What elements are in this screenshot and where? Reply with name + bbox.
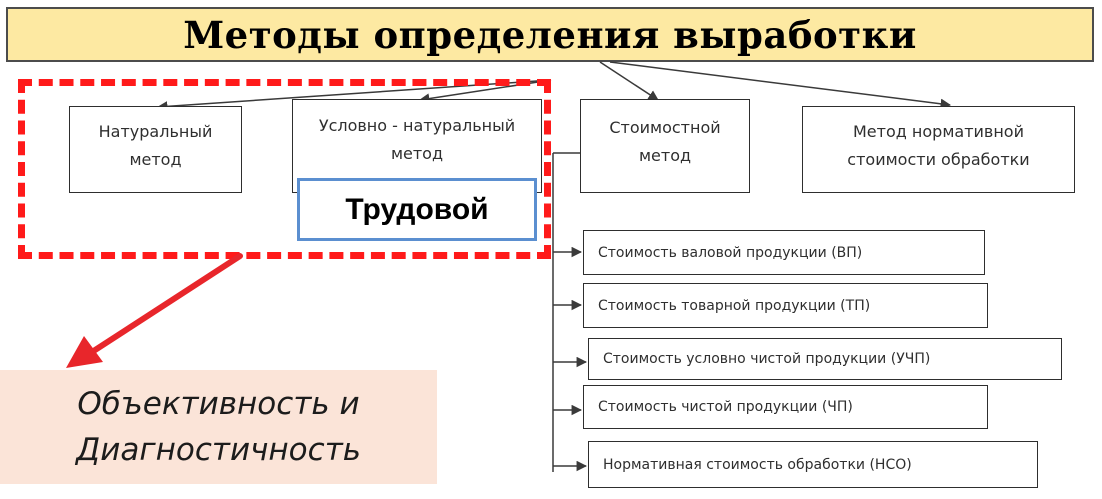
cost-submethod-conditionally-net-label: Стоимость условно чистой продукции (УЧП) (603, 351, 931, 367)
natural-methods-highlight-frame (18, 79, 551, 259)
method-conditional-line2: метод (390, 144, 444, 163)
method-cost-line1: Стоимостной (609, 118, 721, 137)
cost-submethod-normative-label: Нормативная стоимость обработки (НСО) (603, 456, 912, 473)
cost-submethod-gross-label: Стоимость валовой продукции (ВП) (598, 244, 863, 261)
cost-submethod-net: Стоимость чистой продукции (ЧП) (583, 385, 988, 429)
method-normative-box: Метод нормативной стоимости обработки (802, 106, 1075, 193)
cost-submethod-commodity-label: Стоимость товарной продукции (ТП) (598, 297, 871, 314)
method-normative-line1: Метод нормативной (853, 121, 1024, 141)
labor-label: Трудовой (297, 178, 537, 241)
cost-submethod-normative: Нормативная стоимость обработки (НСО) (588, 441, 1038, 488)
method-conditional-line1: Условно - натуральный (318, 116, 516, 135)
title-bar: Методы определения выработки (6, 7, 1094, 62)
method-cost-box: Стоимостной метод (580, 99, 750, 193)
cost-submethod-commodity: Стоимость товарной продукции (ТП) (583, 283, 988, 328)
cost-submethod-net-label: Стоимость чистой продукции (ЧП) (598, 399, 853, 415)
connector-title-cost (599, 61, 659, 101)
method-normative-line2: стоимости обработки (847, 149, 1030, 169)
cost-submethod-conditionally-net: Стоимость условно чистой продукции (УЧП) (588, 338, 1062, 380)
method-cost-line2: метод (638, 146, 692, 165)
labor-label-text: Трудовой (345, 192, 489, 226)
method-natural-line1: Натуральный (98, 121, 213, 141)
method-natural-box: Натуральный метод (69, 106, 242, 193)
conclusion-line2: Диагностичность (75, 432, 362, 468)
method-natural-line2: метод (129, 149, 182, 169)
cost-submethod-gross: Стоимость валовой продукции (ВП) (583, 230, 985, 275)
conclusion-box: Объективность и Диагностичность (0, 370, 437, 484)
connector-title-normative (609, 61, 952, 110)
method-conditional-box: Условно - натуральный метод (292, 99, 542, 193)
conclusion-line1: Объективность и (77, 386, 360, 422)
page-title: Методы определения выработки (183, 12, 917, 57)
